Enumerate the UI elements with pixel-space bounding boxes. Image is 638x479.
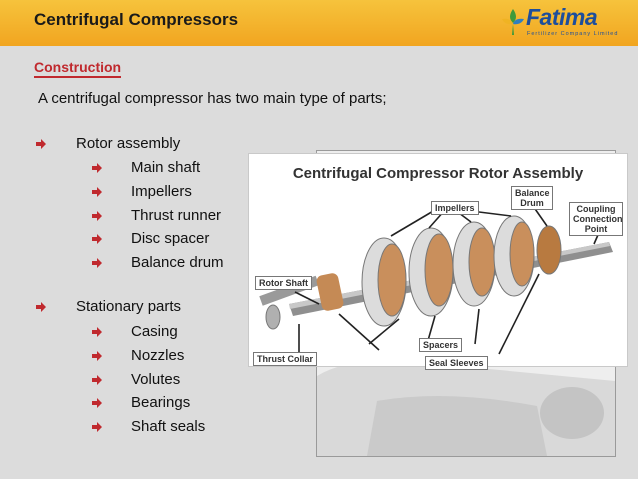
logo-tagline: Fertilizer Company Limited bbox=[527, 31, 619, 37]
section-title: Construction bbox=[34, 59, 122, 78]
intro-text: A centrifugal compressor has two main ty… bbox=[38, 90, 387, 107]
callout-thrust-collar: Thrust Collar bbox=[253, 352, 318, 366]
list-item: Shaft seals bbox=[131, 418, 206, 435]
list-item: Thrust runner bbox=[131, 207, 222, 224]
arrow-bullet-icon bbox=[92, 187, 102, 197]
list-item: Balance drum bbox=[131, 254, 224, 271]
list-item: Impellers bbox=[131, 183, 192, 200]
list-item: Nozzles bbox=[131, 347, 185, 364]
list-item: Bearings bbox=[131, 394, 191, 411]
slide-title: Centrifugal Compressors bbox=[34, 10, 239, 29]
arrow-bullet-icon bbox=[92, 234, 102, 244]
callout-coupling: Coupling Connection Point bbox=[569, 202, 623, 236]
arrow-bullet-icon bbox=[92, 327, 102, 337]
callout-balance-drum: Balance Drum bbox=[511, 186, 553, 210]
callout-rotor-shaft: Rotor Shaft bbox=[255, 276, 312, 290]
slide-header: Centrifugal Compressors Fatima Fertilize… bbox=[0, 0, 638, 46]
group-label-rotor: Rotor assembly bbox=[76, 135, 181, 152]
list-item: Disc spacer bbox=[131, 230, 210, 247]
fatima-logo: Fatima Fertilizer Company Limited bbox=[500, 4, 632, 42]
arrow-bullet-icon bbox=[92, 351, 102, 361]
arrow-bullet-icon bbox=[92, 398, 102, 408]
group-label-stationary: Stationary parts bbox=[76, 298, 182, 315]
arrow-bullet-icon bbox=[36, 139, 46, 149]
list-item: Volutes bbox=[131, 371, 181, 388]
callout-spacers: Spacers bbox=[419, 338, 463, 352]
list-item: Main shaft bbox=[131, 159, 201, 176]
arrow-bullet-icon bbox=[36, 302, 46, 312]
arrow-bullet-icon bbox=[92, 422, 102, 432]
list-item: Casing bbox=[131, 323, 178, 340]
callout-impellers: Impellers bbox=[431, 201, 479, 215]
rotor-assembly-illustration: Centrifugal Compressor Rotor Assembly bbox=[248, 153, 628, 370]
logo-name: Fatima bbox=[526, 4, 598, 30]
arrow-bullet-icon bbox=[92, 211, 102, 221]
arrow-bullet-icon bbox=[92, 375, 102, 385]
arrow-bullet-icon bbox=[92, 258, 102, 268]
leaf-icon bbox=[502, 9, 524, 35]
callout-seal-sleeves: Seal Sleeves bbox=[425, 356, 488, 370]
rotor-drawing bbox=[259, 205, 613, 357]
illustration-title: Centrifugal Compressor Rotor Assembly bbox=[292, 165, 584, 182]
arrow-bullet-icon bbox=[92, 163, 102, 173]
